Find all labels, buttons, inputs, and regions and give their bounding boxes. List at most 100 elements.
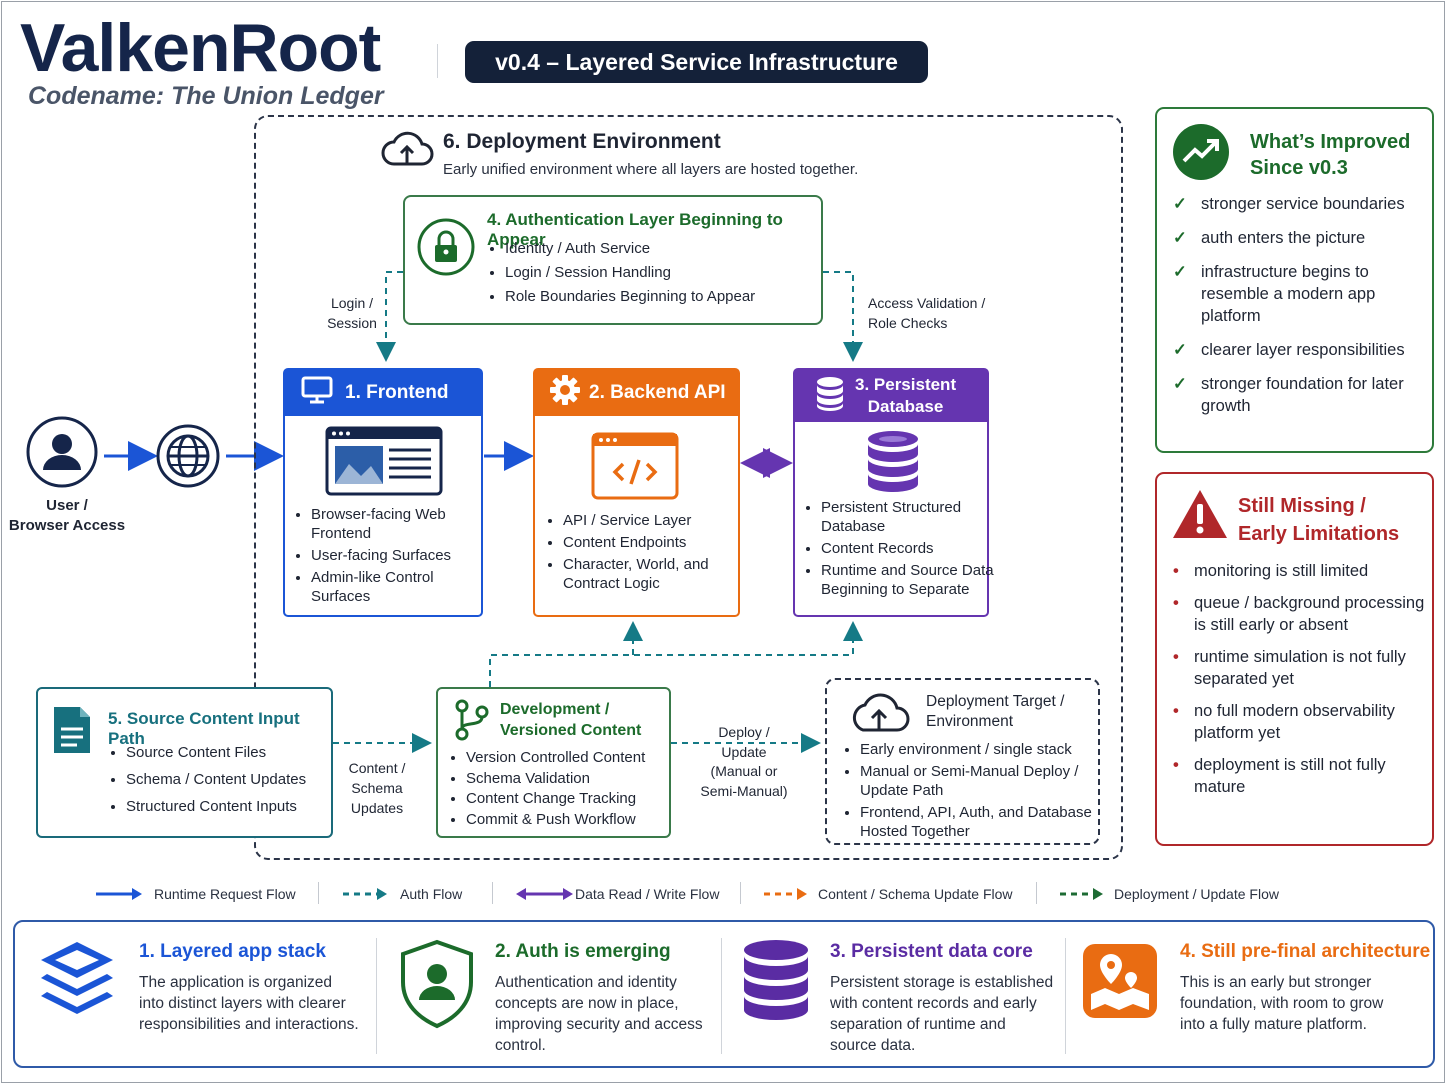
check-icon: ✓ bbox=[1173, 229, 1187, 247]
backend-title: 2. Backend API bbox=[589, 382, 726, 403]
list-item: Schema / Content Updates bbox=[126, 770, 306, 789]
frontend-title: 1. Frontend bbox=[345, 382, 449, 403]
brand-title: ValkenRoot bbox=[20, 10, 381, 86]
legend-auth: Auth Flow bbox=[400, 886, 463, 902]
improved-item: ✓auth enters the picture bbox=[1173, 229, 1366, 247]
summary-title-1: 1. Layered app stack bbox=[139, 941, 326, 962]
legend-deployment: Deployment / Update Flow bbox=[1114, 886, 1279, 902]
source-content-title: 5. Source Content Input Path bbox=[108, 709, 300, 748]
list-item: Manual or Semi-Manual Deploy / Update Pa… bbox=[860, 762, 1118, 800]
list-item: API / Service Layer bbox=[563, 511, 753, 530]
database-icon bbox=[815, 376, 845, 417]
globe-icon bbox=[156, 424, 220, 493]
version-pill: v0.4 – Layered Service Infrastructure bbox=[465, 41, 928, 83]
list-item: Content Records bbox=[821, 539, 1001, 558]
missing-item: •monitoring is still limited bbox=[1173, 562, 1369, 580]
deployment-target-title: Deployment Target /Environment bbox=[926, 693, 1065, 730]
missing-item: •queue / background processing is still … bbox=[1173, 594, 1425, 634]
check-icon: ✓ bbox=[1173, 263, 1187, 281]
list-item: Source Content Files bbox=[126, 743, 306, 762]
list-item: Frontend, API, Auth, and Database Hosted… bbox=[860, 803, 1118, 841]
environment-title: 6. Deployment Environment bbox=[443, 130, 721, 153]
list-item: User-facing Surfaces bbox=[311, 546, 491, 565]
cloud-upload-icon bbox=[847, 690, 911, 741]
browser-window-icon bbox=[325, 426, 443, 501]
auth-layer-card: 4. Authentication Layer Beginning to App… bbox=[403, 195, 823, 325]
improved-item: ✓stronger service boundaries bbox=[1173, 195, 1405, 213]
missing-item: •runtime simulation is not fully separat… bbox=[1173, 648, 1406, 688]
check-icon: ✓ bbox=[1173, 341, 1187, 359]
improved-item: ✓clearer layer responsibilities bbox=[1173, 341, 1405, 359]
database-stack-icon bbox=[741, 938, 811, 1029]
legend-content: Content / Schema Update Flow bbox=[818, 886, 1013, 902]
check-icon: ✓ bbox=[1173, 375, 1187, 393]
monitor-icon bbox=[301, 376, 333, 410]
frontend-header: 1. Frontend bbox=[285, 370, 481, 416]
summary-title-4: 4. Still pre-final architecture bbox=[1180, 941, 1431, 962]
summary-title-2: 2. Auth is emerging bbox=[495, 941, 671, 962]
summary-desc-3: Persistent storage is established with c… bbox=[830, 974, 1054, 1054]
legend-divider bbox=[740, 882, 741, 904]
cloud-upload-icon bbox=[380, 128, 434, 175]
list-item: Runtime and Source Data Beginning to Sep… bbox=[821, 561, 1001, 599]
database-stack-icon bbox=[866, 430, 920, 499]
missing-item: •deployment is still not fully mature bbox=[1173, 756, 1386, 796]
access-validation-label: Access Validation /Role Checks bbox=[868, 295, 986, 331]
list-item: Login / Session Handling bbox=[505, 263, 755, 282]
list-item: Admin-like Control Surfaces bbox=[311, 568, 491, 606]
list-item: Schema Validation bbox=[466, 769, 686, 788]
list-item: Persistent Structured Database bbox=[821, 498, 1001, 536]
list-item: Commit & Push Workflow bbox=[466, 810, 686, 829]
legend-data: Data Read / Write Flow bbox=[575, 886, 720, 902]
summary-divider bbox=[721, 938, 722, 1054]
document-icon bbox=[52, 705, 92, 760]
frontend-card: 1. Frontend Browser-facing Web Frontend … bbox=[283, 368, 483, 617]
auth-layer-title: 4. Authentication Layer Beginning to App… bbox=[487, 210, 783, 249]
improved-item: ✓infrastructure begins to resemble a mod… bbox=[1173, 263, 1376, 325]
map-pin-icon bbox=[1081, 942, 1159, 1025]
shield-user-icon bbox=[399, 938, 475, 1035]
check-icon: ✓ bbox=[1173, 195, 1187, 213]
flow-legend: Runtime Request Flow Auth Flow Data Read… bbox=[96, 880, 1296, 908]
list-item: Content Endpoints bbox=[563, 533, 753, 552]
list-item: Early environment / single stack bbox=[860, 740, 1118, 759]
list-item: Role Boundaries Beginning to Appear bbox=[505, 287, 755, 306]
codename: Codename: The Union Ledger bbox=[28, 82, 384, 110]
backend-header: 2. Backend API bbox=[535, 370, 738, 416]
missing-item: •no full modern observability platform y… bbox=[1173, 702, 1395, 742]
summary-desc-1: The application is organized into distin… bbox=[139, 974, 359, 1033]
summary-divider bbox=[1065, 938, 1066, 1054]
source-content-card: 5. Source Content Input Path Source Cont… bbox=[36, 687, 333, 838]
header-divider bbox=[437, 44, 438, 78]
still-missing-panel: Still Missing /Early Limitations •monito… bbox=[1155, 472, 1434, 846]
improved-item: ✓stronger foundation for later growth bbox=[1173, 375, 1404, 415]
list-item: Browser-facing Web Frontend bbox=[311, 505, 491, 543]
environment-description: Early unified environment where all laye… bbox=[443, 161, 859, 178]
legend-divider bbox=[318, 882, 319, 904]
user-label: User /Browser Access bbox=[8, 497, 126, 534]
list-item: Character, World, and Contract Logic bbox=[563, 555, 753, 593]
development-title: Development /Versioned Content bbox=[500, 701, 642, 739]
layers-icon bbox=[37, 938, 117, 1029]
legend-divider bbox=[1036, 882, 1037, 904]
missing-title: Still Missing /Early Limitations bbox=[1238, 495, 1400, 545]
lock-icon bbox=[416, 217, 476, 282]
legend-divider bbox=[492, 882, 493, 904]
list-item: Version Controlled Content bbox=[466, 748, 686, 767]
gear-icon bbox=[549, 374, 581, 412]
summary-desc-2: Authentication and identity concepts are… bbox=[495, 974, 703, 1054]
deployment-environment-region bbox=[254, 115, 1123, 860]
development-card: Development /Versioned Content Version C… bbox=[436, 687, 671, 838]
summary-bar: 1. Layered app stack The application is … bbox=[13, 920, 1435, 1068]
summary-title-3: 3. Persistent data core bbox=[830, 941, 1033, 962]
warning-icon bbox=[1171, 488, 1229, 545]
code-window-icon bbox=[591, 432, 679, 505]
list-item: Content Change Tracking bbox=[466, 789, 686, 808]
